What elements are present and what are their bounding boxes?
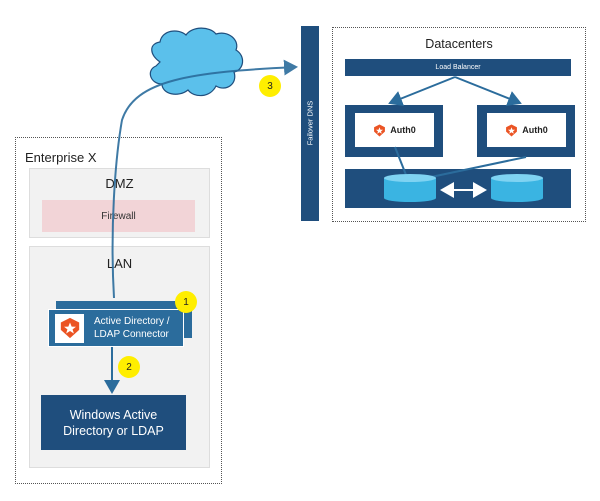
auth0-server: Auth0	[345, 105, 443, 157]
ad-ldap-connector: Active Directory / LDAP Connector	[48, 309, 184, 347]
auth0-logo-icon	[374, 124, 386, 136]
auth0-server-card: Auth0	[487, 113, 566, 147]
directory-label-line1: Windows Active	[69, 407, 158, 422]
step-badge-1: 1	[175, 291, 197, 313]
auth0-logo-icon	[506, 124, 518, 136]
connector-label-line1: Active Directory /	[94, 316, 170, 327]
internet-cloud-icon	[149, 27, 244, 97]
datacenters-container	[332, 27, 586, 222]
dmz-title: DMZ	[105, 176, 134, 191]
auth0-label: Auth0	[390, 125, 416, 135]
connector-label-line2: LDAP Connector	[94, 329, 169, 340]
auth0-server-card: Auth0	[355, 113, 434, 147]
auth0-server: Auth0	[477, 105, 575, 157]
auth0-label: Auth0	[522, 125, 548, 135]
connection-arrow	[111, 59, 298, 299]
load-balancer: Load Balancer	[345, 59, 571, 76]
datacenters-title: Datacenters	[425, 37, 493, 51]
database-icon	[384, 174, 436, 202]
lb-to-server1-arrow	[388, 76, 456, 106]
firewall-label: Firewall	[101, 210, 136, 222]
enterprise-title: Enterprise X	[25, 150, 97, 165]
step-badge-3: 3	[259, 75, 281, 97]
directory-label-line2: Directory or LDAP	[63, 423, 164, 438]
lb-to-server2-arrow	[454, 76, 522, 106]
load-balancer-label: Load Balancer	[435, 64, 481, 71]
failover-dns-bar	[301, 26, 319, 221]
firewall: Firewall	[42, 200, 195, 232]
windows-ad-ldap: Windows Active Directory or LDAP	[41, 395, 186, 450]
step-badge-2: 2	[118, 356, 140, 378]
auth0-logo-icon	[55, 313, 84, 343]
database-icon	[491, 174, 543, 202]
